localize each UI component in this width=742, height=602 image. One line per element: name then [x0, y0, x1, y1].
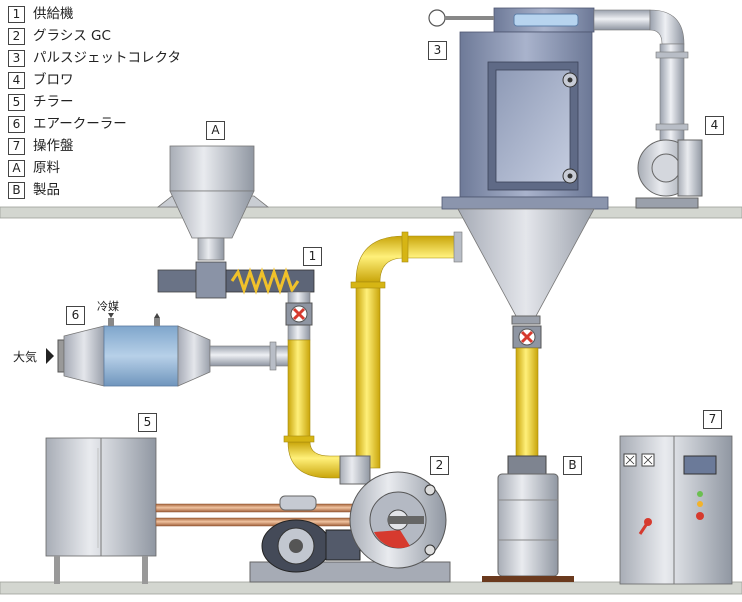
tag-raw-material: A — [206, 121, 225, 140]
coolant-label: 冷媒 — [97, 300, 119, 313]
legend-key: 7 — [8, 137, 25, 155]
discharge-pipe-yellow — [515, 347, 539, 457]
legend-item-a: A 原料 — [8, 157, 181, 179]
coolant-line-2 — [155, 517, 357, 527]
legend-item-1: 1 供給機 — [8, 3, 181, 25]
tag-air-cooler: 6 — [66, 306, 85, 325]
product-drum — [482, 455, 574, 582]
pulse-jet-collector — [428, 7, 609, 325]
legend-key: B — [8, 181, 25, 199]
collector-valve — [512, 325, 542, 349]
legend-key: 6 — [8, 115, 25, 133]
tag-chiller: 5 — [138, 413, 157, 432]
legend-item-4: 4 ブロワ — [8, 69, 181, 91]
legend-key: A — [8, 159, 25, 177]
legend-key: 4 — [8, 71, 25, 89]
legend-key: 2 — [8, 27, 25, 45]
tag-collector: 3 — [428, 41, 447, 60]
tag-feeder: 1 — [303, 247, 322, 266]
tag-mill: 2 — [430, 456, 449, 475]
tag-product: B — [563, 456, 582, 475]
feeder-valve — [285, 302, 313, 326]
feeder-screw — [157, 261, 315, 299]
legend-item-7: 7 操作盤 — [8, 135, 181, 157]
exhaust-duct — [593, 9, 689, 145]
product-pipe-yellow — [350, 231, 463, 469]
raw-material-hopper — [156, 145, 270, 261]
chiller — [45, 437, 157, 584]
legend-label: 供給機 — [33, 6, 74, 22]
coolant-line-1 — [155, 503, 357, 513]
tag-blower: 4 — [705, 116, 724, 135]
legend-key: 5 — [8, 93, 25, 111]
tag-control-panel: 7 — [703, 410, 722, 429]
legend-label: ブロワ — [33, 72, 74, 88]
legend: 1 供給機 2 グラシス GC 3 パルスジェットコレクタ 4 ブロワ 5 チラー 6 エア… — [8, 3, 181, 201]
legend-label: エアークーラー — [33, 116, 127, 132]
legend-item-3: 3 パルスジェットコレクタ — [8, 47, 181, 69]
legend-key: 3 — [8, 49, 25, 67]
legend-label: グラシス GC — [33, 28, 111, 44]
air-cooler — [46, 313, 211, 387]
legend-label: 製品 — [33, 182, 60, 198]
legend-label: パルスジェットコレクタ — [33, 50, 181, 66]
blower — [635, 139, 703, 209]
legend-item-6: 6 エアークーラー — [8, 113, 181, 135]
control-panel — [619, 435, 733, 585]
atmosphere-label: 大気 — [13, 350, 38, 364]
mill — [249, 455, 451, 583]
legend-label: 原料 — [33, 160, 60, 176]
legend-item-b: B 製品 — [8, 179, 181, 201]
legend-label: チラー — [33, 94, 74, 110]
upper-floor — [0, 206, 742, 219]
legend-key: 1 — [8, 5, 25, 23]
legend-label: 操作盤 — [33, 138, 74, 154]
legend-item-5: 5 チラー — [8, 91, 181, 113]
feed-pipe-yellow — [283, 339, 351, 479]
legend-item-2: 2 グラシス GC — [8, 25, 181, 47]
